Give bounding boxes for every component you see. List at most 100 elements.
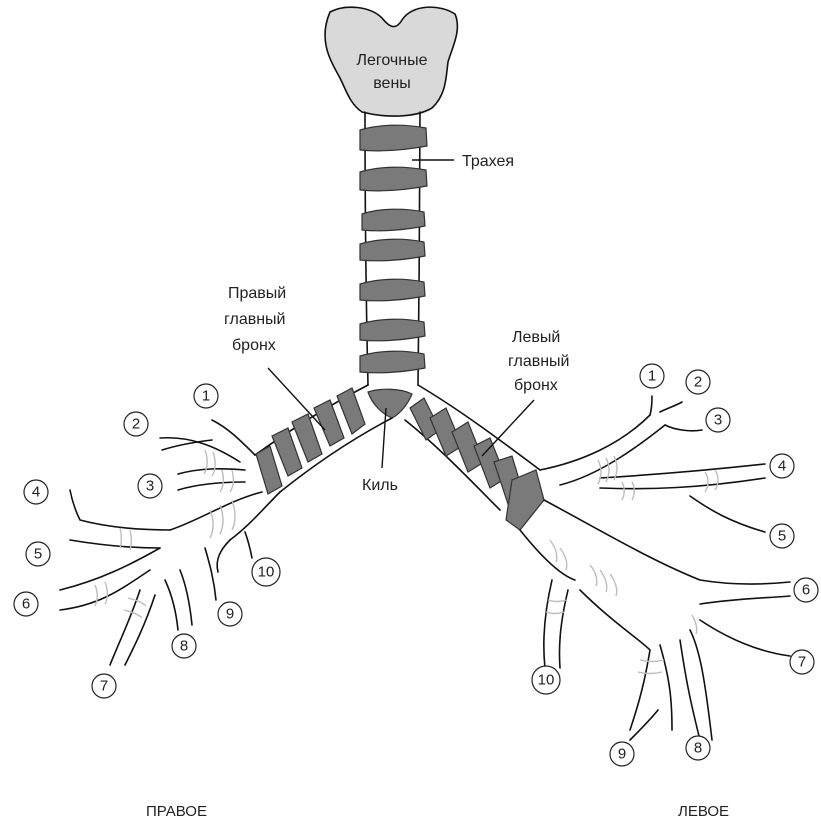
left-segment-number: 5 bbox=[778, 528, 786, 545]
right-branch-2b bbox=[162, 440, 212, 450]
segment-ring bbox=[130, 530, 132, 550]
left-segment-numbers: 1 2 3 4 5 6 7 8 9 10 bbox=[532, 364, 818, 766]
left-segment-number: 9 bbox=[618, 746, 626, 763]
left-branch-10 bbox=[544, 580, 552, 668]
trachea-ring bbox=[362, 209, 425, 231]
carina-shape bbox=[368, 389, 412, 418]
segment-ring bbox=[590, 565, 597, 586]
carina-label: Киль bbox=[362, 477, 398, 494]
left-branch-5 bbox=[690, 496, 765, 532]
left-segment-number: 6 bbox=[802, 582, 810, 599]
segment-ring bbox=[632, 482, 634, 500]
right-segment-number: 8 bbox=[180, 638, 188, 655]
left-segment-number: 1 bbox=[648, 368, 656, 385]
left-branch-upper-b bbox=[560, 425, 665, 485]
trachea-ring bbox=[360, 239, 425, 261]
right-segment-number: 3 bbox=[146, 478, 154, 495]
right-branch-3 bbox=[178, 469, 245, 474]
segment-ring bbox=[546, 612, 564, 614]
right-segment-numbers: 1 2 3 4 5 6 7 8 9 10 bbox=[14, 384, 280, 698]
right-segment-number: 10 bbox=[258, 564, 275, 581]
left-bronchus-rings bbox=[410, 398, 544, 530]
segment-ring bbox=[638, 672, 662, 674]
segment-ring bbox=[715, 470, 718, 490]
left-lung-caption: ЛЕВОЕ bbox=[678, 803, 729, 820]
segment-ring bbox=[212, 452, 215, 476]
right-segment-number: 4 bbox=[32, 484, 40, 501]
right-branch-5 bbox=[70, 540, 160, 548]
left-bronchus-label-line3: бронх bbox=[514, 377, 558, 394]
right-branch-10 bbox=[217, 540, 230, 572]
left-bronchus-label-line2: главный bbox=[508, 353, 570, 370]
segment-ring bbox=[230, 470, 233, 492]
trachea-ring bbox=[360, 167, 427, 191]
segment-ring bbox=[548, 600, 566, 602]
segment-ring bbox=[220, 505, 223, 534]
left-segment-number: 2 bbox=[694, 374, 702, 391]
trachea-rings bbox=[360, 125, 427, 373]
left-branch-6-7 bbox=[700, 596, 790, 604]
left-branches bbox=[520, 396, 790, 740]
right-segment-number: 1 bbox=[202, 388, 210, 405]
right-lung-caption: ПРАВОЕ bbox=[146, 803, 207, 820]
veins-label-line2: вены bbox=[373, 75, 411, 92]
bronchus-ring bbox=[256, 446, 282, 494]
right-branch-lower bbox=[230, 492, 280, 540]
trachea-ring bbox=[360, 279, 425, 301]
segment-ring bbox=[204, 450, 207, 474]
right-segment-number: 7 bbox=[100, 678, 108, 695]
segment-ring bbox=[232, 500, 235, 530]
right-branch-8 bbox=[165, 580, 178, 630]
right-branch-9 bbox=[205, 548, 216, 600]
segment-ring bbox=[210, 510, 213, 538]
left-bronchus-pointer bbox=[482, 400, 534, 456]
right-segment-number: 5 bbox=[34, 546, 42, 563]
segment-ring bbox=[622, 482, 624, 500]
right-branch-7b bbox=[125, 595, 155, 665]
left-branch-3 bbox=[665, 425, 702, 431]
right-branch-6 bbox=[60, 548, 160, 590]
right-bronchus-rings bbox=[256, 388, 365, 494]
left-branch-8b bbox=[690, 630, 712, 740]
right-branch-3b bbox=[178, 482, 245, 490]
trachea-ring bbox=[360, 319, 425, 341]
segment-ring bbox=[692, 615, 697, 634]
right-branches bbox=[60, 420, 280, 665]
left-branch-main-lower bbox=[580, 590, 650, 730]
segment-ring bbox=[640, 660, 664, 662]
left-branch-lower bbox=[544, 500, 790, 584]
segment-ring bbox=[105, 582, 107, 604]
right-bronchus-label-line2: главный bbox=[224, 311, 286, 328]
right-bronchus-label-line1: Правый bbox=[228, 285, 286, 302]
left-branch-lower-b bbox=[520, 530, 575, 580]
segment-ring bbox=[220, 470, 223, 492]
segment-ring bbox=[95, 585, 97, 606]
left-segment-number: 10 bbox=[538, 672, 555, 689]
right-branch-7 bbox=[110, 590, 140, 665]
trachea-ring bbox=[360, 351, 425, 373]
veins-label-line1: Легочные bbox=[357, 52, 428, 69]
trachea-label: Трахея bbox=[462, 153, 514, 170]
left-branch-4 bbox=[600, 464, 765, 478]
segment-ring bbox=[610, 574, 617, 596]
left-branch-1 bbox=[650, 396, 652, 415]
segment-ring bbox=[598, 460, 601, 484]
carina-pointer bbox=[382, 408, 386, 468]
right-bronchus-label-line3: бронх bbox=[232, 337, 276, 354]
right-branch-8b bbox=[180, 570, 192, 625]
left-branch-7 bbox=[700, 620, 790, 656]
bronchus-ring bbox=[337, 388, 365, 434]
left-branch-upper bbox=[540, 415, 650, 470]
left-branch-8 bbox=[680, 640, 700, 740]
segment-ring bbox=[550, 540, 557, 562]
left-bronchus-label-line1: Левый bbox=[512, 329, 560, 346]
right-segment-number: 6 bbox=[22, 596, 30, 613]
right-segment-number: 9 bbox=[226, 606, 234, 623]
segment-ring bbox=[120, 528, 122, 548]
segment-ring bbox=[560, 548, 567, 570]
segment-ring bbox=[705, 472, 708, 492]
left-branch-main-lower-b bbox=[660, 645, 672, 730]
segment-ring bbox=[600, 570, 607, 592]
right-branch-10b bbox=[245, 532, 252, 558]
